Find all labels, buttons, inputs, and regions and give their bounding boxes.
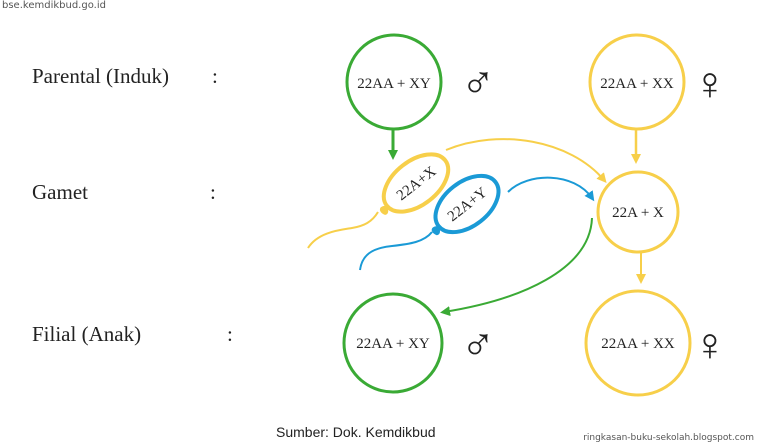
arrow-xsperm-to-ovum — [445, 138, 607, 184]
source-caption: Sumber: Dok. Kemdikbud — [276, 424, 436, 440]
label-filial: Filial (Anak) — [32, 322, 142, 346]
label-parental: Parental (Induk) — [32, 64, 170, 88]
colon-parental: : — [212, 64, 218, 88]
arrow-ysperm-to-ovum — [507, 176, 595, 202]
male-symbol-icon: ♂ — [461, 57, 496, 108]
colon-filial: : — [227, 322, 233, 346]
parent-female-circle: 22AA + XX — [588, 33, 686, 131]
sperm-y: 22A+Y — [359, 173, 501, 271]
parent-male-genotype: 22AA + XY — [357, 76, 431, 92]
colon-gamet: : — [210, 180, 216, 204]
ovum-genotype: 22A + X — [612, 205, 664, 221]
ovum-circle: 22A + X — [596, 170, 680, 254]
child-male-circle: 22AA + XY — [342, 292, 444, 394]
female-symbol-icon: ♀ — [693, 58, 728, 109]
watermark-top: bse.kemdikbud.go.id — [2, 0, 106, 11]
watermark-bottom: ringkasan-buku-sekolah.blogspot.com — [583, 433, 754, 443]
arrow-ovum-to-male-child — [440, 217, 593, 317]
child-female-circle: 22AA + XX — [584, 289, 692, 397]
parent-male-circle: 22AA + XY — [345, 33, 443, 131]
male-symbol-child-icon: ♂ — [461, 319, 496, 370]
child-male-genotype: 22AA + XY — [356, 336, 430, 352]
female-symbol-child-icon: ♀ — [693, 319, 728, 370]
sperm-x: 22A+X — [307, 152, 451, 249]
label-gamet: Gamet — [32, 180, 88, 204]
parent-female-genotype: 22AA + XX — [600, 76, 674, 92]
child-female-genotype: 22AA + XX — [601, 336, 675, 352]
